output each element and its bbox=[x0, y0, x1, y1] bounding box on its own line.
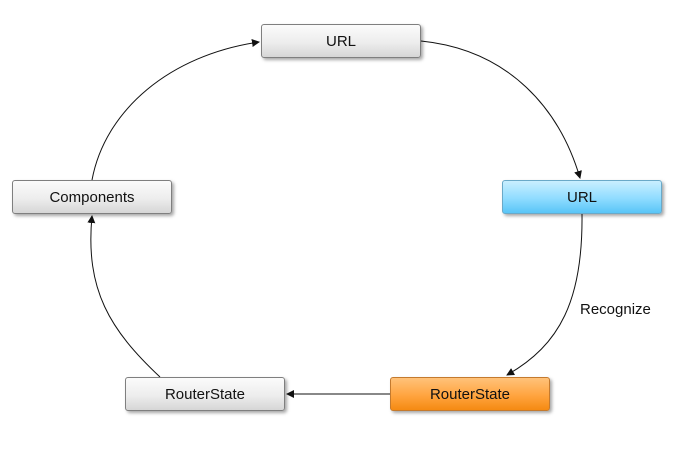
url-node-highlighted-label: URL bbox=[566, 188, 597, 206]
routerstate-node-highlighted-label: RouterState bbox=[429, 385, 511, 403]
edge-components-to-url bbox=[91, 39, 260, 181]
edge-url-to-routerstate bbox=[506, 213, 583, 376]
routerstate-node-highlighted: RouterState bbox=[390, 377, 550, 411]
components-node-label: Components bbox=[49, 188, 135, 206]
edge-routerstate-to-components bbox=[87, 215, 161, 378]
url-node-top: URL bbox=[261, 24, 421, 58]
edge-url-to-url bbox=[420, 40, 582, 179]
routerstate-node-label: RouterState bbox=[164, 385, 246, 403]
url-node-top-label: URL bbox=[325, 32, 356, 50]
components-node: Components bbox=[12, 180, 172, 214]
url-node-highlighted: URL bbox=[502, 180, 662, 214]
routerstate-node: RouterState bbox=[125, 377, 285, 411]
recognize-edge-label: Recognize bbox=[580, 301, 651, 318]
